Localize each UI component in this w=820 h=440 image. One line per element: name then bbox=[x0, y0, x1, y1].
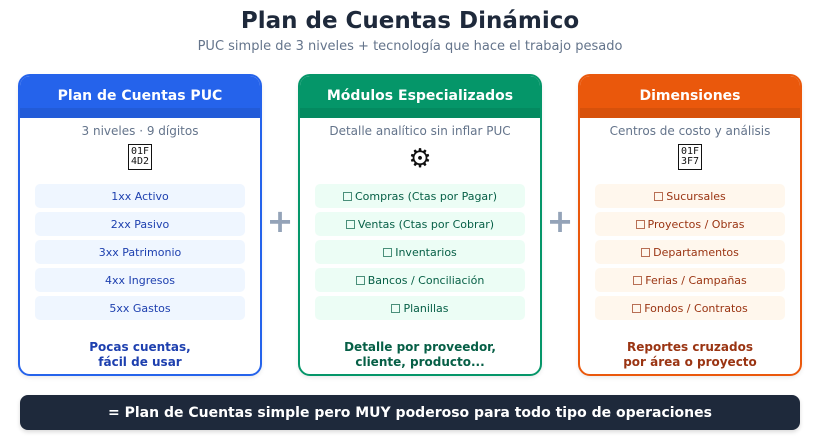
list-item: Sucursales bbox=[595, 184, 785, 208]
list-item: Departamentos bbox=[595, 240, 785, 264]
card-title: Dimensiones bbox=[639, 88, 741, 104]
card-header: Módulos Especializados bbox=[300, 76, 540, 118]
list-item: 3xx Patrimonio bbox=[35, 240, 245, 264]
module-icon bbox=[355, 275, 365, 285]
plus-operator: + bbox=[546, 202, 574, 240]
card-footer: Detalle por proveedor, cliente, producto… bbox=[344, 340, 496, 369]
list-item: 4xx Ingresos bbox=[35, 268, 245, 292]
card-header: Plan de Cuentas PUC bbox=[20, 76, 260, 118]
list-item: Bancos / Conciliación bbox=[315, 268, 525, 292]
card-plan-cuentas: Plan de Cuentas PUC 3 niveles · 9 dígito… bbox=[18, 74, 262, 376]
summary-banner: = Plan de Cuentas simple pero MUY podero… bbox=[20, 395, 800, 430]
module-icon bbox=[345, 219, 355, 229]
list-item: Proyectos / Obras bbox=[595, 212, 785, 236]
list-item: 2xx Pasivo bbox=[35, 212, 245, 236]
list-item: Planillas bbox=[315, 296, 525, 320]
list-item: 5xx Gastos bbox=[35, 296, 245, 320]
summary-text: = Plan de Cuentas simple pero MUY podero… bbox=[108, 404, 712, 421]
card-footer: Pocas cuentas, fácil de usar bbox=[89, 340, 191, 369]
page-title: Plan de Cuentas Dinámico bbox=[240, 8, 580, 34]
page-subtitle: PUC simple de 3 niveles + tecnología que… bbox=[197, 39, 623, 54]
dimension-icon bbox=[632, 303, 642, 313]
dimension-icon bbox=[641, 247, 651, 257]
card-modulos: Módulos Especializados Detalle analítico… bbox=[298, 74, 542, 376]
card-header: Dimensiones bbox=[580, 76, 800, 118]
module-icon bbox=[391, 303, 401, 313]
dimension-list: Sucursales Proyectos / Obras Departament… bbox=[595, 184, 785, 320]
dimension-icon bbox=[654, 191, 664, 201]
card-dimensiones: Dimensiones Centros de costo y análisis … bbox=[578, 74, 802, 376]
list-item: Ferias / Campañas bbox=[595, 268, 785, 292]
gear-icon: ⚙ bbox=[408, 144, 432, 174]
list-item: Fondos / Contratos bbox=[595, 296, 785, 320]
card-title: Plan de Cuentas PUC bbox=[57, 88, 223, 104]
card-subtitle: 3 niveles · 9 dígitos bbox=[81, 124, 199, 138]
list-item: 1xx Activo bbox=[35, 184, 245, 208]
account-list: 1xx Activo 2xx Pasivo 3xx Patrimonio 4xx… bbox=[35, 184, 245, 320]
plus-operator: + bbox=[266, 202, 294, 240]
dimension-icon bbox=[635, 219, 645, 229]
module-icon bbox=[342, 191, 352, 201]
module-list: Compras (Ctas por Pagar) Ventas (Ctas po… bbox=[315, 184, 525, 320]
list-item: Ventas (Ctas por Cobrar) bbox=[315, 212, 525, 236]
card-subtitle: Centros de costo y análisis bbox=[609, 124, 771, 138]
card-subtitle: Detalle analítico sin inflar PUC bbox=[329, 124, 511, 138]
module-icon bbox=[383, 247, 393, 257]
list-item: Compras (Ctas por Pagar) bbox=[315, 184, 525, 208]
dimension-icon bbox=[633, 275, 643, 285]
card-title: Módulos Especializados bbox=[326, 88, 514, 104]
list-item: Inventarios bbox=[315, 240, 525, 264]
card-footer: Reportes cruzados por área o proyecto bbox=[623, 340, 757, 369]
